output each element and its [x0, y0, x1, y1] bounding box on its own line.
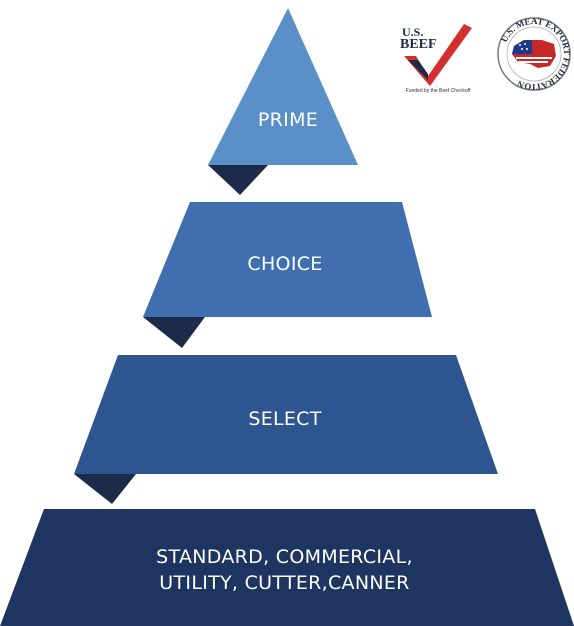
tier-prime-label: PRIME [238, 107, 338, 133]
us-beef-logo: U.S. BEEF Funded by the Beef Checkoff [398, 18, 478, 98]
tier-prime-shadow [208, 165, 268, 195]
tier-choice-shape [143, 202, 432, 317]
usmef-logo: U.S. MEAT EXPORT FEDERATION [494, 14, 574, 94]
us-beef-tagline: Funded by the Beef Checkoff [405, 88, 471, 94]
tier-choice-label-line: CHOICE [247, 253, 323, 275]
us-beef-logo-line2: BEEF [400, 37, 437, 52]
tier-select-shape [74, 355, 498, 474]
tier-prime-label-line: PRIME [257, 109, 319, 131]
tier-standard-label-line-2: UTILITY, CUTTER,CANNER [159, 572, 410, 594]
tier-standard-label: STANDARD, COMMERCIAL, UTILITY, CUTTER,CA… [112, 544, 457, 596]
us-flag-map-icon [497, 17, 571, 91]
usmef-ring-text: U.S. MEAT EXPORT FEDERATION [499, 16, 572, 92]
checkmark-icon [404, 24, 472, 86]
tier-prime-shape [208, 8, 358, 165]
svg-text:U.S. MEAT EXPORT FEDERATION: U.S. MEAT EXPORT FEDERATION [499, 16, 572, 92]
tier-choice-label: CHOICE [220, 251, 350, 277]
tier-select-label-line: SELECT [248, 408, 322, 430]
tier-select-shadow [74, 474, 136, 504]
usmef-ring-label: U.S. MEAT EXPORT FEDERATION [499, 16, 572, 92]
tier-standard-shape [0, 509, 574, 626]
tier-choice-shadow [143, 317, 205, 348]
tier-select-label: SELECT [220, 406, 350, 432]
us-beef-logo-line1: U.S. [402, 25, 424, 39]
tier-standard-label-line-1: STANDARD, COMMERCIAL, [156, 546, 413, 568]
